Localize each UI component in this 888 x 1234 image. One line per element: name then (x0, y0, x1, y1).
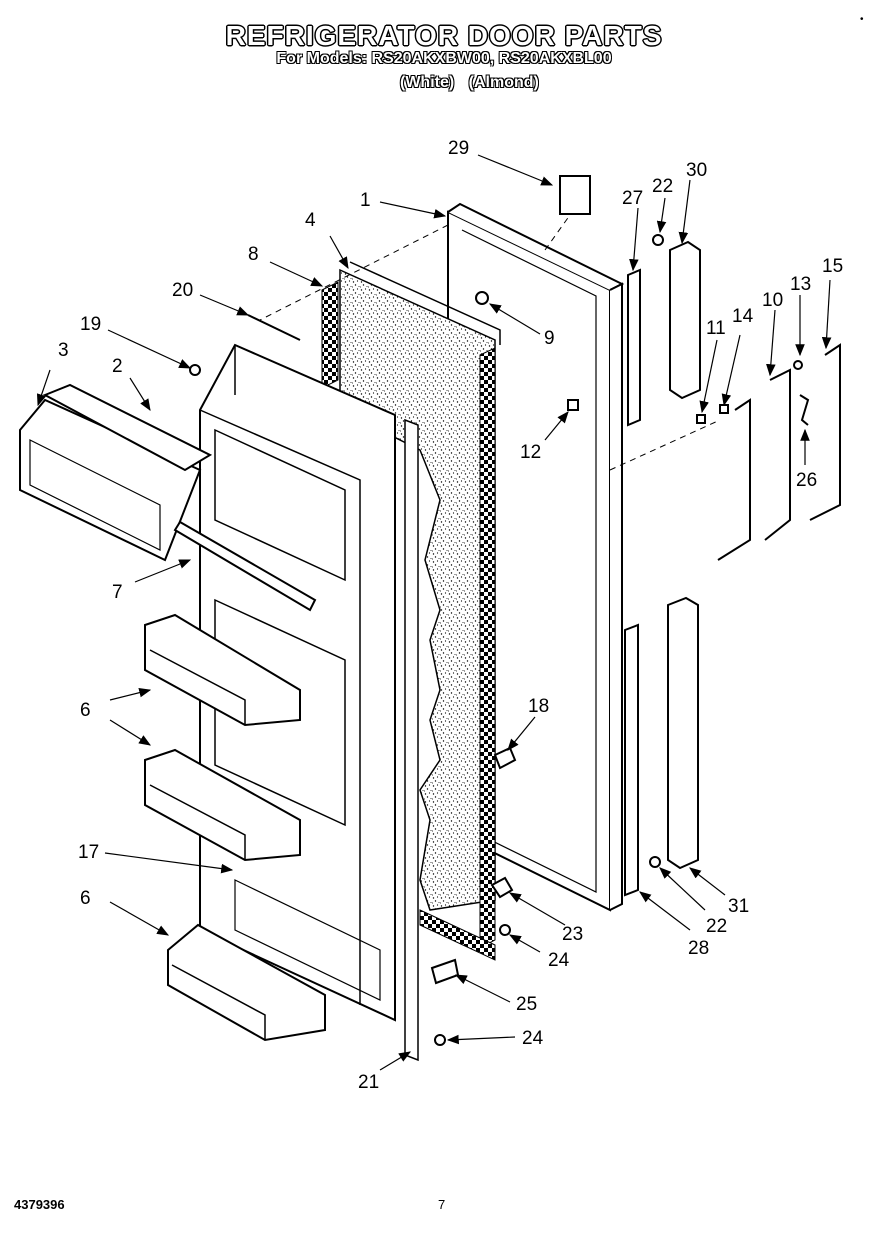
shelf-screw (189, 364, 201, 376)
page-number: 7 (438, 1197, 446, 1212)
callout-6-lower: 6 (80, 888, 91, 909)
handle-insert (719, 404, 729, 414)
hinge-screw (499, 924, 511, 936)
door-trim-strip (404, 418, 419, 1062)
bracket-screw (434, 1034, 446, 1046)
door-gasket (321, 281, 496, 961)
model-numbers: For Models: RS20AKXBW00, RS20AKXBL00 (276, 50, 612, 67)
color-white: (White) (400, 74, 455, 91)
shelf-support-bracket (247, 314, 301, 341)
callout-14: 14 (732, 306, 754, 327)
callout-7: 7 (112, 582, 123, 603)
hinge-bracket (430, 958, 460, 985)
callout-8: 8 (248, 244, 259, 265)
callout-22-upper: 22 (652, 176, 673, 197)
callout-24-upper: 24 (548, 950, 570, 971)
callout-6-upper: 6 (80, 700, 91, 721)
callout-31: 31 (728, 896, 749, 917)
callout-19: 19 (80, 314, 101, 335)
color-almond: (Almond) (468, 74, 539, 91)
door-foam-insulation (339, 261, 501, 911)
callout-18: 18 (528, 696, 549, 717)
label-plate (559, 175, 591, 215)
callout-1: 1 (360, 190, 371, 211)
door-bin-middle (144, 748, 301, 862)
callout-numbers: 1 2 3 4 6 6 7 8 9 10 11 12 13 14 15 17 1… (58, 138, 843, 1093)
hinge-bushing (490, 876, 514, 899)
door-closer-cam (493, 746, 517, 770)
door-stop (475, 291, 489, 305)
corner-mark: • (860, 14, 864, 25)
dairy-bin (42, 383, 213, 472)
door-handle-trim-upper (627, 268, 641, 427)
handle-spring (799, 394, 810, 426)
handle-cover-lower (667, 596, 699, 870)
callout-4: 4 (305, 210, 316, 231)
callout-13: 13 (790, 274, 811, 295)
door-clip (567, 399, 579, 411)
callout-2: 2 (112, 356, 123, 377)
handle-cover-upper (669, 240, 701, 400)
callout-20: 20 (172, 280, 193, 301)
assembly-guide-lines (259, 214, 721, 471)
callout-22-lower: 22 (706, 916, 727, 937)
callout-leaders (36, 154, 832, 1071)
handle-outer (809, 343, 841, 521)
handle-bracket-lower (717, 398, 751, 561)
handle-assembly (764, 368, 791, 541)
door-handle-trim-lower (624, 623, 639, 897)
callout-26: 26 (796, 470, 817, 491)
callout-9: 9 (544, 328, 555, 349)
callout-28: 28 (688, 938, 709, 959)
callout-3: 3 (58, 340, 69, 361)
callout-25: 25 (516, 994, 537, 1015)
callout-12: 12 (520, 442, 541, 463)
callout-21: 21 (358, 1072, 379, 1093)
callout-27: 27 (622, 188, 643, 209)
screw-lower (649, 856, 661, 868)
callout-10: 10 (762, 290, 783, 311)
document-number: 4379396 (14, 1197, 65, 1212)
door-bin-upper (144, 613, 301, 727)
door-bin-lower (167, 923, 326, 1042)
callout-15: 15 (822, 256, 843, 277)
callout-11: 11 (706, 318, 726, 339)
screw-upper (652, 234, 664, 246)
callout-30: 30 (686, 160, 707, 181)
callout-29: 29 (448, 138, 469, 159)
color-variants: (White) (Almond) (400, 74, 549, 92)
shelf-retainer-bar (173, 520, 317, 612)
handle-spacer (696, 414, 706, 424)
callout-23: 23 (562, 924, 583, 945)
handle-screw (793, 360, 803, 370)
page-title: REFRIGERATOR DOOR PARTS (225, 20, 663, 51)
callout-24-lower: 24 (522, 1028, 544, 1049)
callout-17: 17 (78, 842, 99, 863)
